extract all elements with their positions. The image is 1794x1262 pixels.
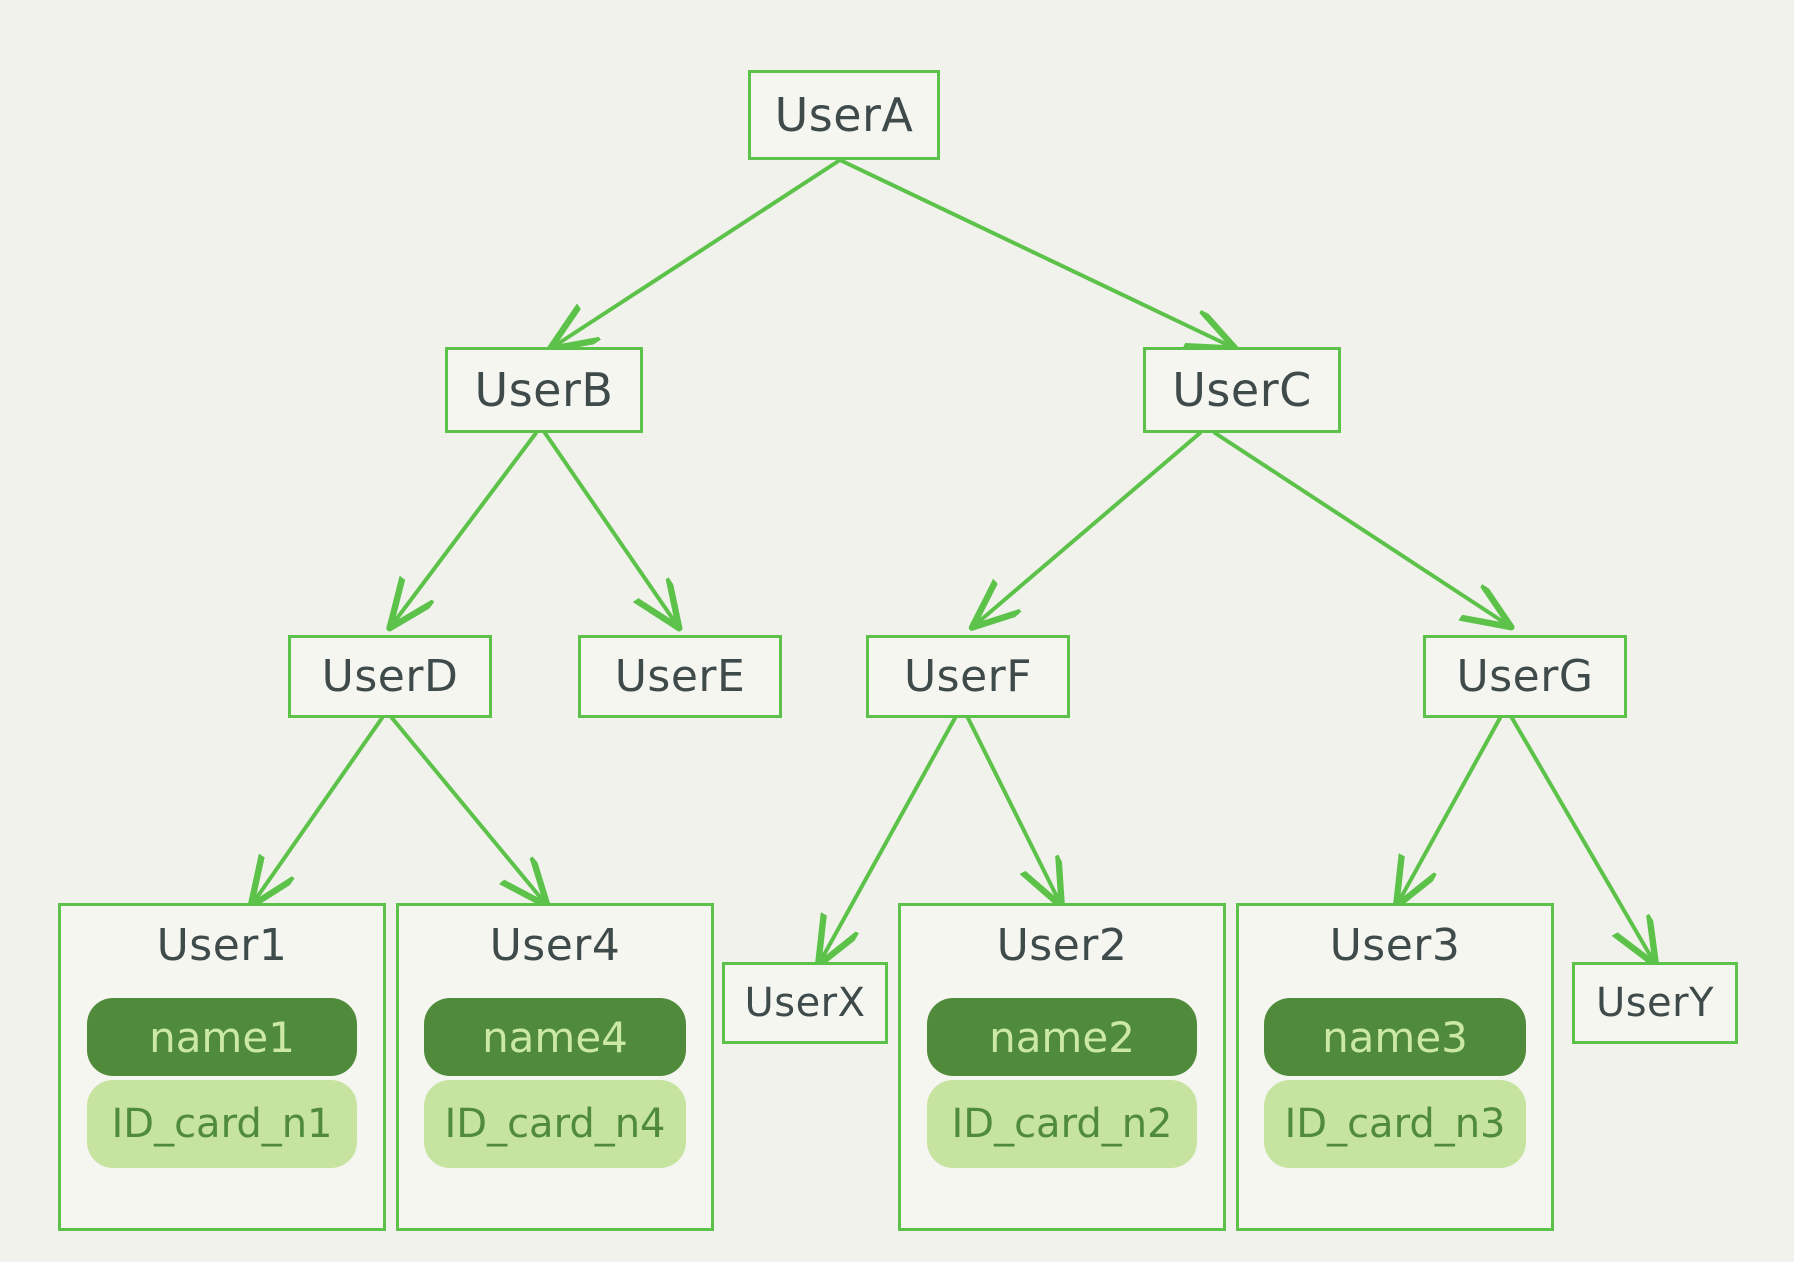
node-userY-label: UserY (1595, 980, 1715, 1026)
card-user3-title: User3 (1329, 920, 1461, 971)
card-user3-id: ID_card_n3 (1284, 1101, 1506, 1148)
card-user1-title: User1 (156, 920, 288, 971)
edge-userC-userG (1213, 431, 1508, 625)
node-userD[interactable]: UserD (288, 635, 492, 718)
node-userB-label: UserB (474, 363, 614, 417)
node-userX-label: UserX (744, 980, 866, 1026)
edge-userA-userB (553, 158, 842, 347)
node-userE-label: UserE (614, 651, 746, 702)
card-user4-name: name4 (482, 1012, 628, 1062)
edge-userA-userC (838, 158, 1232, 347)
edge-userB-userD (392, 431, 538, 625)
node-userA[interactable]: UserA (748, 70, 940, 160)
node-userC[interactable]: UserC (1143, 347, 1341, 433)
edge-userD-user1 (253, 716, 384, 903)
node-userB[interactable]: UserB (445, 347, 643, 433)
card-user1-id-pill: ID_card_n1 (86, 1080, 358, 1169)
node-userG[interactable]: UserG (1423, 635, 1627, 718)
node-userF-label: UserF (903, 651, 1033, 702)
edge-userB-userE (543, 431, 677, 625)
card-user1-name-pill: name1 (86, 998, 358, 1077)
card-user1[interactable]: User1 name1 ID_card_n1 (58, 903, 386, 1231)
node-userF[interactable]: UserF (866, 635, 1070, 718)
card-user4-id: ID_card_n4 (444, 1101, 666, 1148)
card-user3[interactable]: User3 name3 ID_card_n3 (1236, 903, 1554, 1231)
card-user2-id: ID_card_n2 (951, 1101, 1173, 1148)
edge-userG-user3 (1398, 716, 1502, 903)
node-userG-label: UserG (1456, 651, 1594, 702)
card-user4-title: User4 (489, 920, 621, 971)
node-userE[interactable]: UserE (578, 635, 782, 718)
edge-userC-userF (975, 431, 1202, 625)
node-userD-label: UserD (321, 651, 459, 702)
card-user2[interactable]: User2 name2 ID_card_n2 (898, 903, 1226, 1231)
node-userY[interactable]: UserY (1572, 962, 1738, 1044)
card-user2-id-pill: ID_card_n2 (926, 1080, 1198, 1169)
card-user4[interactable]: User4 name4 ID_card_n4 (396, 903, 714, 1231)
card-user3-id-pill: ID_card_n3 (1263, 1080, 1527, 1169)
card-user2-title: User2 (996, 920, 1128, 971)
card-user1-id: ID_card_n1 (111, 1101, 333, 1148)
card-user2-name-pill: name2 (926, 998, 1198, 1077)
card-user2-name: name2 (989, 1012, 1135, 1062)
node-userX[interactable]: UserX (722, 962, 888, 1044)
card-user4-name-pill: name4 (423, 998, 687, 1077)
card-user3-name-pill: name3 (1263, 998, 1527, 1077)
card-user4-id-pill: ID_card_n4 (423, 1080, 687, 1169)
edge-userD-user4 (390, 716, 545, 903)
node-userC-label: UserC (1172, 363, 1312, 417)
card-user1-name: name1 (149, 1012, 295, 1062)
edge-userF-user2 (966, 716, 1060, 903)
node-userA-label: UserA (774, 88, 914, 142)
card-user3-name: name3 (1322, 1012, 1468, 1062)
